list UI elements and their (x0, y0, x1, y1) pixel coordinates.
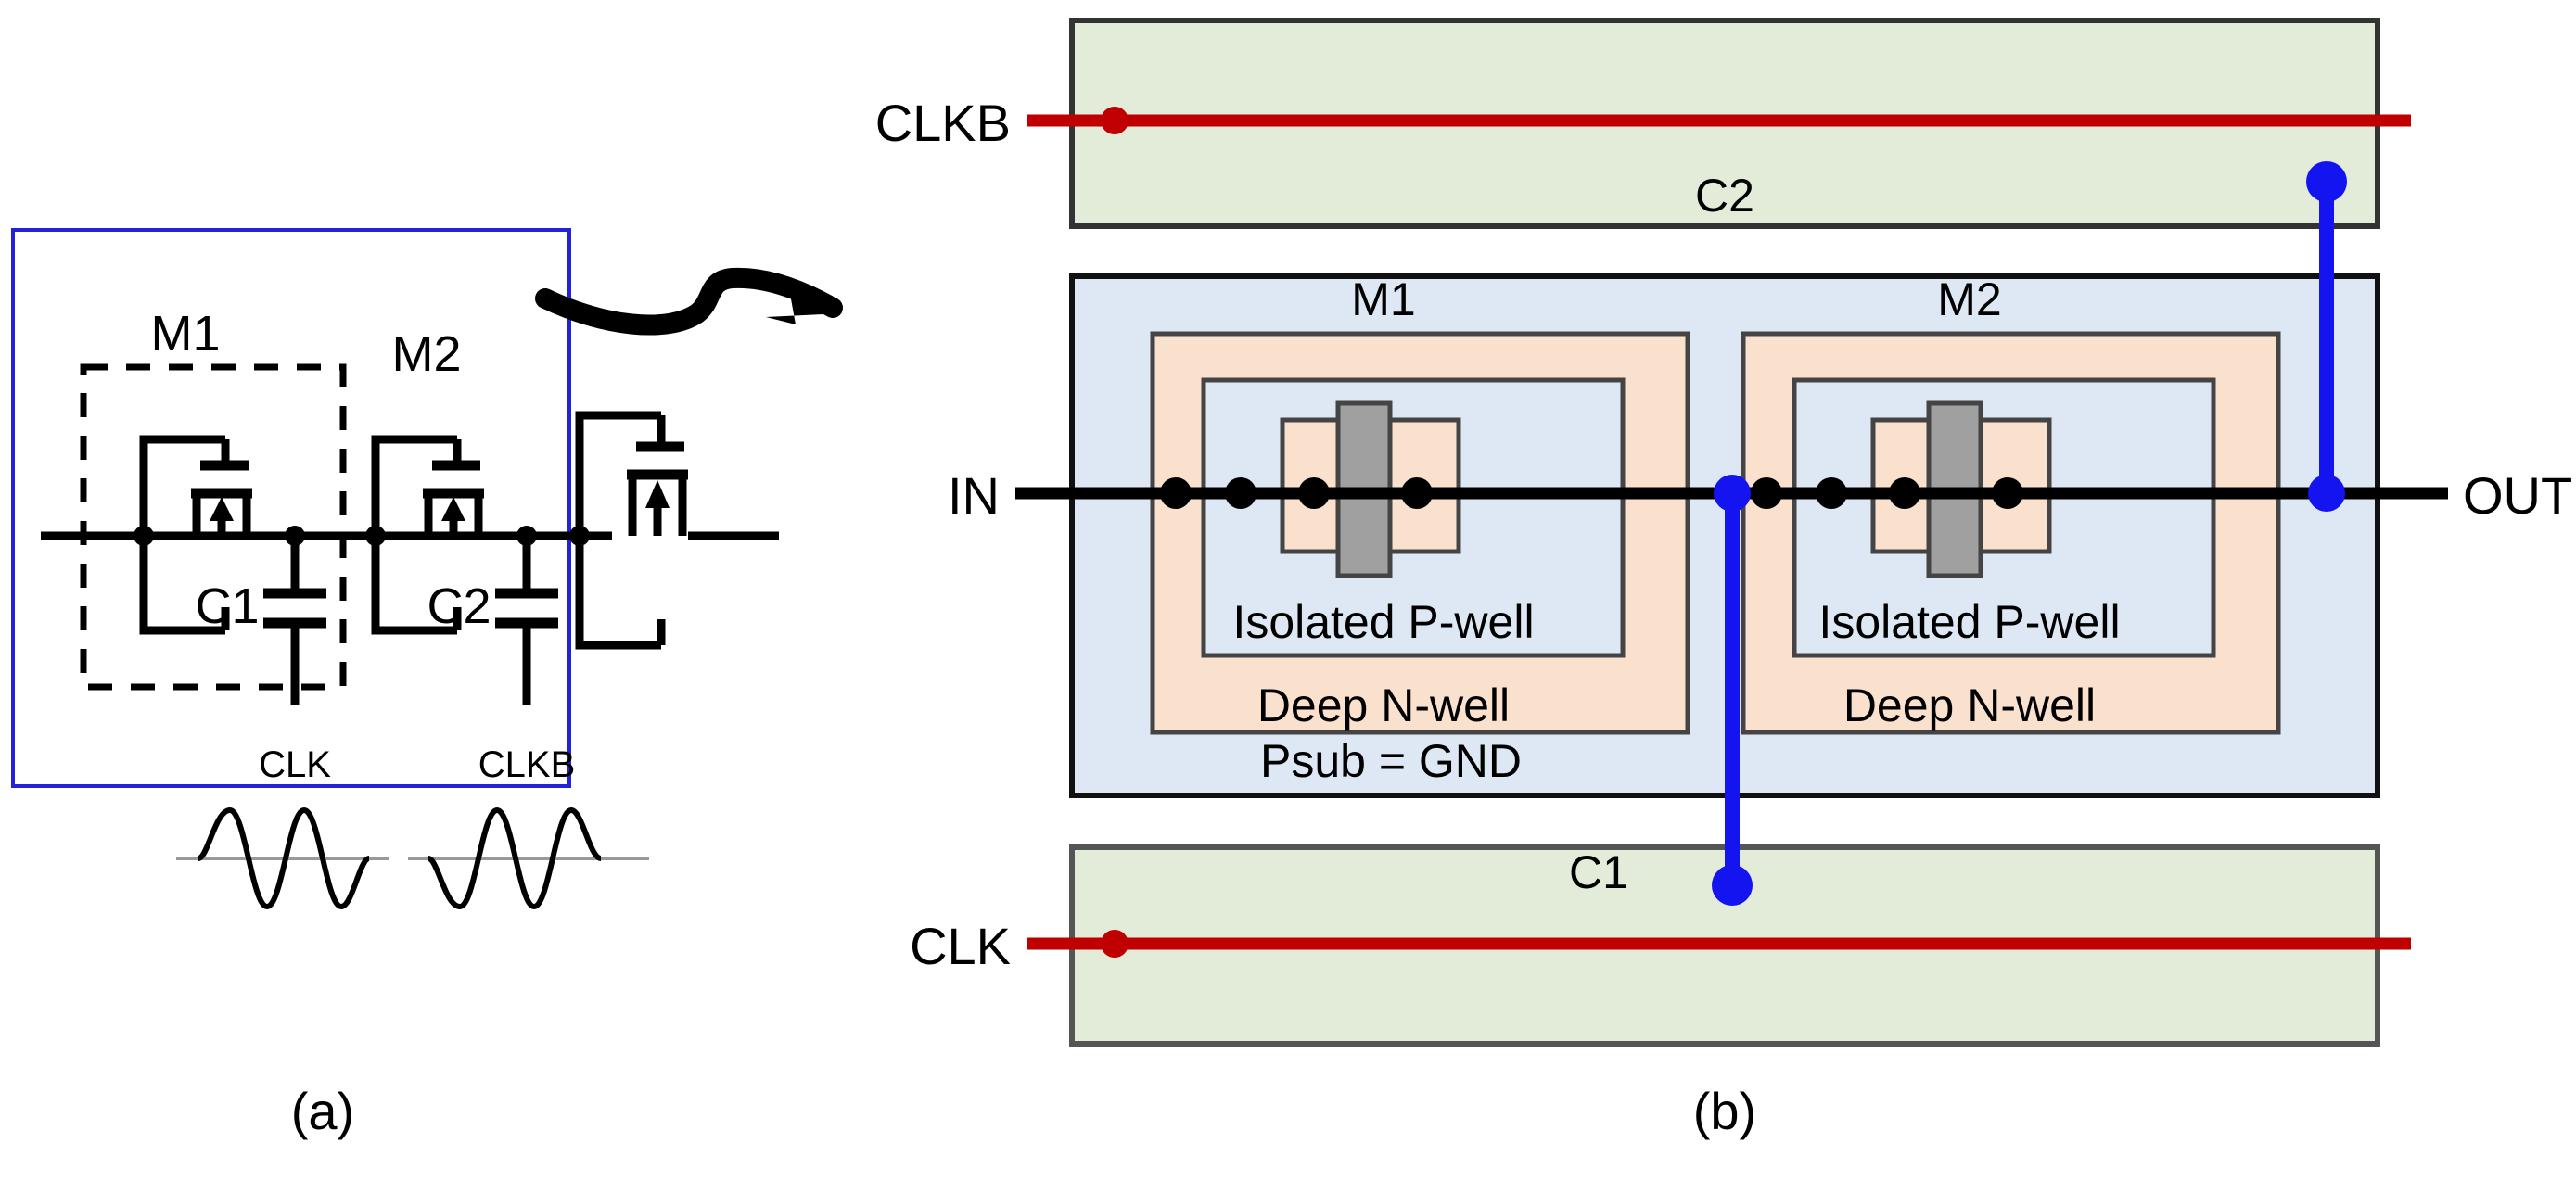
panel-b-psub-label: Psub = GND (1260, 735, 1522, 787)
panel-b-caption: (b) (1693, 1082, 1756, 1140)
panel-b-m2-isolated-pwell-label: Isolated P-well (1818, 596, 2120, 648)
panel-b-c2-label: C2 (1695, 170, 1754, 222)
panel-a-clkb-waveform (427, 806, 603, 910)
panel-b-clk-port-label: CLK (910, 917, 1011, 975)
panel-b-via-c1 (1712, 475, 1753, 906)
panel-a-c2-label: C2 (427, 578, 491, 634)
panel-b-contact-dot (1225, 477, 1256, 509)
panel-b-c1-label: C1 (1569, 846, 1628, 898)
panel-b-contact-dot (1401, 477, 1433, 509)
panel-b-m1-label: M1 (1351, 273, 1415, 325)
panel-b-clkb-port-label: CLKB (875, 94, 1011, 152)
panel-a-clk-label: CLK (259, 744, 331, 785)
panel-a-capacitor-c1: C1 (195, 526, 326, 705)
transition-arrow-icon (535, 267, 843, 336)
panel-a-capacitor-c2: C2 (427, 526, 558, 705)
panel-b-m1-deep-nwell-label: Deep N-well (1257, 679, 1510, 731)
panel-a-dashed-box (80, 363, 347, 691)
panel-a-c1-label: C1 (195, 578, 259, 634)
panel-a-m1-label: M1 (150, 306, 220, 362)
panel-b-contact-dot (1889, 477, 1920, 509)
panel-a-highlight-box (11, 228, 571, 788)
panel-b-in-port-label: IN (948, 466, 1000, 525)
panel-b-m1-isolated-pwell-label: Isolated P-well (1232, 596, 1534, 648)
panel-b-contact-dot (1160, 477, 1192, 509)
panel-a-transistor-3 (569, 411, 779, 650)
panel-a-transistor-1 (134, 435, 252, 635)
panel-b-contact-dot (1751, 477, 1782, 509)
panel-b-contact-dot (1992, 477, 2023, 509)
panel-b-m2-deep-nwell-label: Deep N-well (1843, 679, 2096, 731)
panel-a-caption: (a) (291, 1082, 354, 1140)
panel-a-transistor-2 (365, 435, 484, 635)
panel-b-contact-dot (1298, 477, 1330, 509)
panel-b-m2-label: M2 (1937, 273, 2001, 325)
panel-b-clk-contact (1101, 930, 1129, 958)
panel-b-device-m2: M2 Deep N-well Isolated P-well (1741, 273, 2281, 735)
panel-a-clkb-label: CLKB (478, 744, 576, 785)
panel-b-clkb-contact (1101, 107, 1129, 134)
panel-a-group: M1 M2 (11, 228, 843, 1140)
panel-b-via-c2 (2306, 161, 2347, 512)
panel-a-clk-waveform (197, 806, 371, 910)
panel-b-contact-dot (1816, 477, 1847, 509)
panel-b-out-port-label: OUT (2463, 466, 2572, 525)
panel-b-group: C2 CLKB Psub = GND M1 Deep N-well Isolat… (875, 18, 2572, 1140)
panel-a-m2-label: M2 (391, 326, 461, 382)
